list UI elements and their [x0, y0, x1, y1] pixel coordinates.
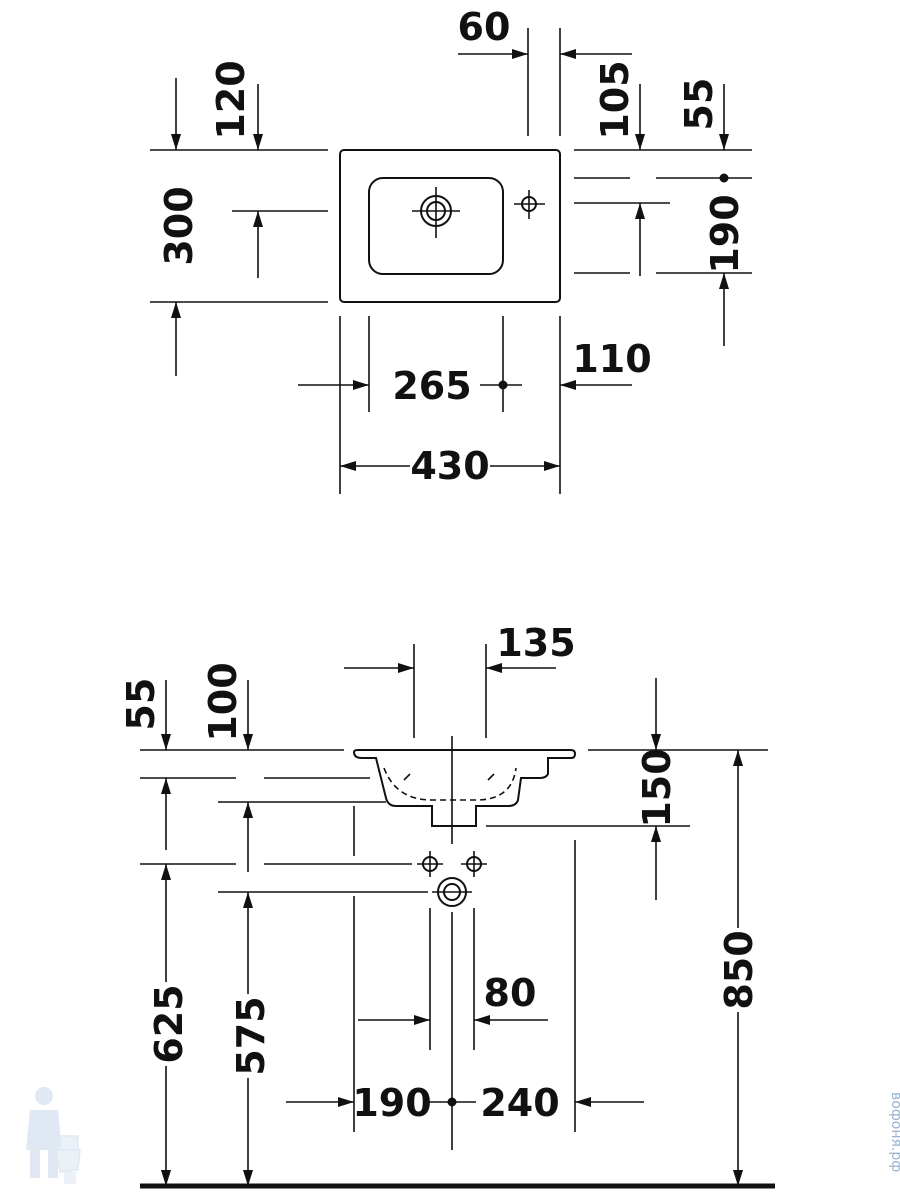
dim-190-side: 190	[352, 1081, 431, 1125]
watermark-logo	[26, 1087, 81, 1184]
dim-430-top: 430	[410, 444, 489, 488]
dim-120-top: 120	[209, 60, 253, 139]
dim-240-side: 240	[480, 1081, 559, 1125]
dim-850-side: 850	[717, 930, 761, 1009]
dim-105-top: 105	[593, 60, 637, 139]
dim-300-top: 300	[157, 186, 201, 265]
watermark-text: вофоня.рф	[888, 1092, 900, 1172]
wall-connection-symbols	[417, 851, 487, 907]
top-view: 60 120 300 105 55 190 265	[150, 5, 752, 494]
basin-outline-top	[339, 149, 561, 303]
basin-section-side	[352, 736, 577, 844]
dim-110-top: 110	[572, 337, 651, 381]
dim-575-side: 575	[229, 996, 273, 1075]
side-view: 135 55 100 150 850 80	[119, 621, 775, 1189]
dim-265-top: 265	[392, 364, 471, 408]
dim-150-side: 150	[635, 748, 679, 827]
dim-80-side: 80	[484, 971, 537, 1015]
dim-100-side: 100	[201, 662, 245, 741]
drain-symbol	[412, 187, 460, 238]
tap-hole-symbol	[514, 190, 545, 219]
dim-190-top: 190	[703, 194, 747, 273]
bowl-outline-top	[368, 177, 504, 275]
dim-625-side: 625	[147, 984, 191, 1063]
dim-55-top: 55	[677, 78, 721, 131]
dim-60-top: 60	[458, 5, 511, 49]
dim-55-side: 55	[119, 678, 163, 731]
dim-135-side: 135	[496, 621, 575, 665]
